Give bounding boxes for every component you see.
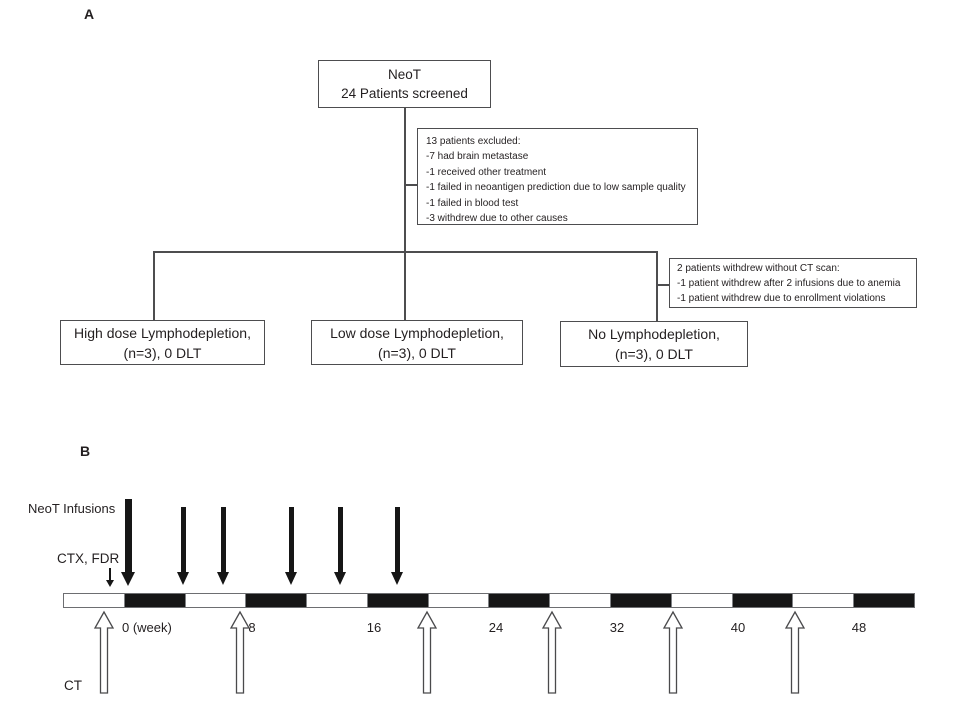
panel-a-label: A [84, 6, 95, 22]
timeline-segment [488, 594, 550, 607]
panel-b-label: B [80, 443, 91, 459]
neot-infusion-arrow-icon [285, 507, 297, 585]
exclusion-line: -1 received other treatment [426, 166, 547, 178]
neot-infusion-arrow-icon [391, 507, 403, 585]
timeline-segment [64, 594, 124, 607]
connector-line [153, 251, 155, 320]
neot-infusions-label: NeoT Infusions [28, 501, 116, 516]
arrow-shaft [220, 507, 226, 572]
ctx-fdr-arrow-icon [106, 568, 114, 587]
neot-infusion-arrow-icon [217, 507, 229, 585]
week-tick-label: 40 [730, 620, 746, 635]
arrow-head [217, 572, 229, 585]
arm-box-line1: High dose Lymphodepletion, [74, 324, 251, 341]
arm-box-line1: No Lymphodepletion, [588, 326, 720, 342]
timeline-segment [366, 594, 428, 607]
timeline-segment [427, 594, 489, 607]
screened-patients-box: NeoT 24 Patients screened [318, 60, 491, 108]
exclusion-line: -7 had brain metastase [426, 151, 529, 163]
ct-scan-arrow-icon [93, 610, 115, 694]
arrow-shaft [109, 568, 111, 580]
withdrawal-line: 2 patients withdrew without CT scan: [677, 263, 840, 274]
week-tick-label: 0 (week) [122, 620, 172, 635]
neot-infusion-arrow-icon [334, 507, 346, 585]
timeline-segment [731, 594, 793, 607]
arm-box-line2: (n=3), 0 DLT [378, 344, 456, 361]
arrow-head [177, 572, 189, 585]
screened-box-line1: NeoT [387, 67, 421, 82]
arrow-shaft [394, 507, 400, 572]
connector-line [153, 251, 657, 253]
arrow-head [334, 572, 346, 585]
timeline-bar [63, 593, 915, 608]
withdrawal-line: -1 patient withdrew after 2 infusions du… [677, 277, 901, 289]
timeline-segment [670, 594, 732, 607]
timeline-segment [792, 594, 854, 607]
connector-line [656, 251, 658, 321]
timeline-segment [123, 594, 185, 607]
arrow-head [391, 572, 403, 585]
connector-line [404, 108, 406, 320]
ct-scan-arrow-icon [784, 610, 806, 694]
arrow-shaft [288, 507, 294, 572]
exclusion-line: -1 failed in neoantigen prediction due t… [426, 182, 686, 194]
arrow-head [121, 572, 135, 586]
withdrawal-line: -1 patient withdrew due to enrollment vi… [677, 292, 886, 304]
exclusion-line: 13 patients excluded: [426, 136, 521, 147]
week-tick-label: 8 [248, 620, 256, 635]
exclusion-line: -1 failed in blood test [426, 197, 519, 209]
arm-box-high-dose: High dose Lymphodepletion, (n=3), 0 DLT [60, 320, 265, 365]
screened-box-line2: 24 Patients screened [341, 86, 468, 101]
arm-box-line2: (n=3), 0 DLT [123, 344, 202, 361]
arrow-shaft [337, 507, 343, 572]
week-tick-label: 48 [851, 620, 867, 635]
arm-box-line1: Low dose Lymphodepletion, [330, 324, 504, 341]
ct-scan-arrow-icon [416, 610, 438, 694]
timeline-segment [853, 594, 914, 607]
arm-box-no-lymphodepletion: No Lymphodepletion, (n=3), 0 DLT [560, 321, 748, 367]
timeline-segment [549, 594, 611, 607]
arrow-head [285, 572, 297, 585]
timeline-segment [184, 594, 246, 607]
arm-box-low-dose: Low dose Lymphodepletion, (n=3), 0 DLT [311, 320, 523, 365]
week-tick-label: 32 [609, 620, 625, 635]
arrow-head [106, 580, 114, 587]
arm-box-line2: (n=3), 0 DLT [615, 346, 693, 362]
connector-line [405, 184, 417, 186]
ct-label: CT [64, 678, 82, 693]
timeline-segment [610, 594, 671, 607]
ct-scan-arrow-icon [229, 610, 251, 694]
exclusion-line: -3 withdrew due to other causes [426, 213, 568, 225]
exclusion-box: 13 patients excluded: -7 had brain metas… [417, 128, 698, 225]
connector-line [657, 284, 669, 286]
timeline-segment [245, 594, 307, 607]
week-tick-label: 24 [488, 620, 504, 635]
arrow-shaft [124, 499, 132, 572]
ct-scan-arrow-icon [662, 610, 684, 694]
ctx-fdr-label: CTX, FDR [57, 551, 120, 566]
neot-infusion-arrow-icon [121, 499, 135, 586]
withdrawal-box: 2 patients withdrew without CT scan: -1 … [669, 258, 917, 308]
ct-scan-arrow-icon [541, 610, 563, 694]
timeline-segment [306, 594, 367, 607]
arrow-shaft [180, 507, 186, 572]
week-tick-label: 16 [366, 620, 382, 635]
neot-infusion-arrow-icon [177, 507, 189, 585]
